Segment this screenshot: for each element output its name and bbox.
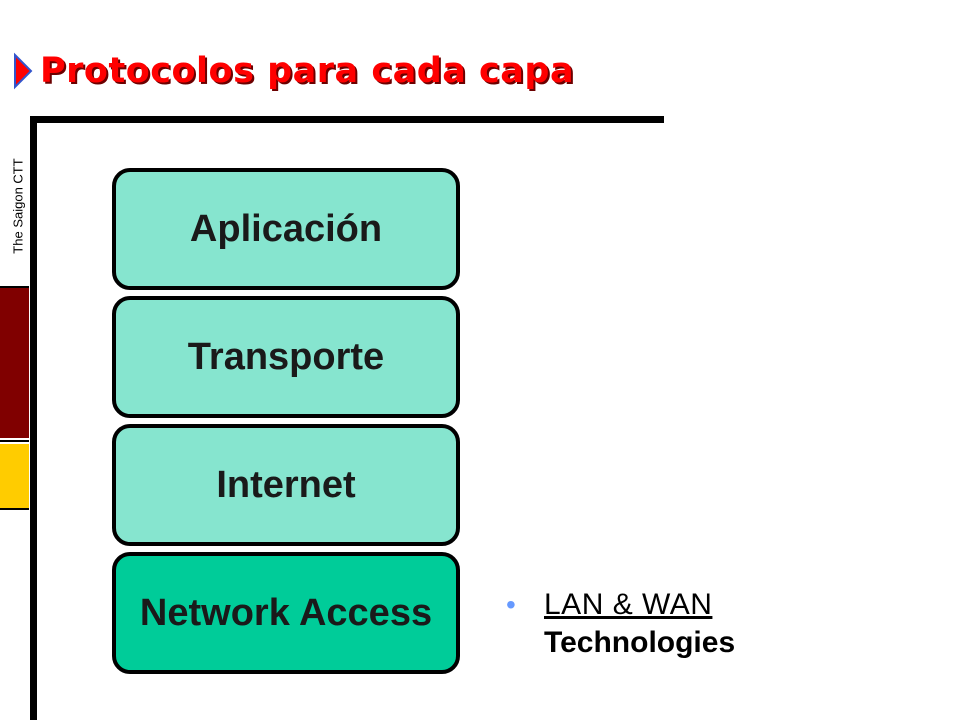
sidebar-vertical-rule bbox=[30, 116, 37, 720]
bullet-text: LAN & WAN Technologies bbox=[544, 586, 735, 662]
sidebar-separator bbox=[0, 286, 29, 288]
layer-label: Aplicación bbox=[189, 207, 383, 250]
sidebar-separator bbox=[0, 440, 29, 442]
layer-transporte: Transporte bbox=[112, 296, 460, 418]
bullet-dot-icon: • bbox=[506, 589, 516, 620]
sidebar-label: The Saigon CTT bbox=[10, 158, 26, 254]
layer-network-access: Network Access bbox=[112, 552, 460, 674]
sidebar-block-red bbox=[0, 288, 29, 438]
title-underline-rule bbox=[30, 116, 664, 123]
lan-wan-link[interactable]: LAN & WAN bbox=[544, 588, 713, 621]
layer-aplicacion: Aplicación bbox=[112, 168, 460, 290]
triangle-bullet-icon bbox=[14, 52, 33, 90]
layer-internet: Internet bbox=[112, 424, 460, 546]
bullet-item: • LAN & WAN Technologies bbox=[506, 586, 735, 662]
layer-label: Network Access bbox=[139, 591, 433, 634]
sidebar-block-yellow bbox=[0, 444, 29, 508]
layer-label: Internet bbox=[216, 463, 356, 506]
layer-label: Transporte bbox=[187, 335, 385, 378]
slide-title-area: Protocolos para cada capa bbox=[12, 46, 574, 96]
technologies-text: Technologies bbox=[544, 626, 736, 659]
sidebar-separator bbox=[0, 508, 29, 510]
slide-title: Protocolos para cada capa bbox=[40, 51, 575, 91]
